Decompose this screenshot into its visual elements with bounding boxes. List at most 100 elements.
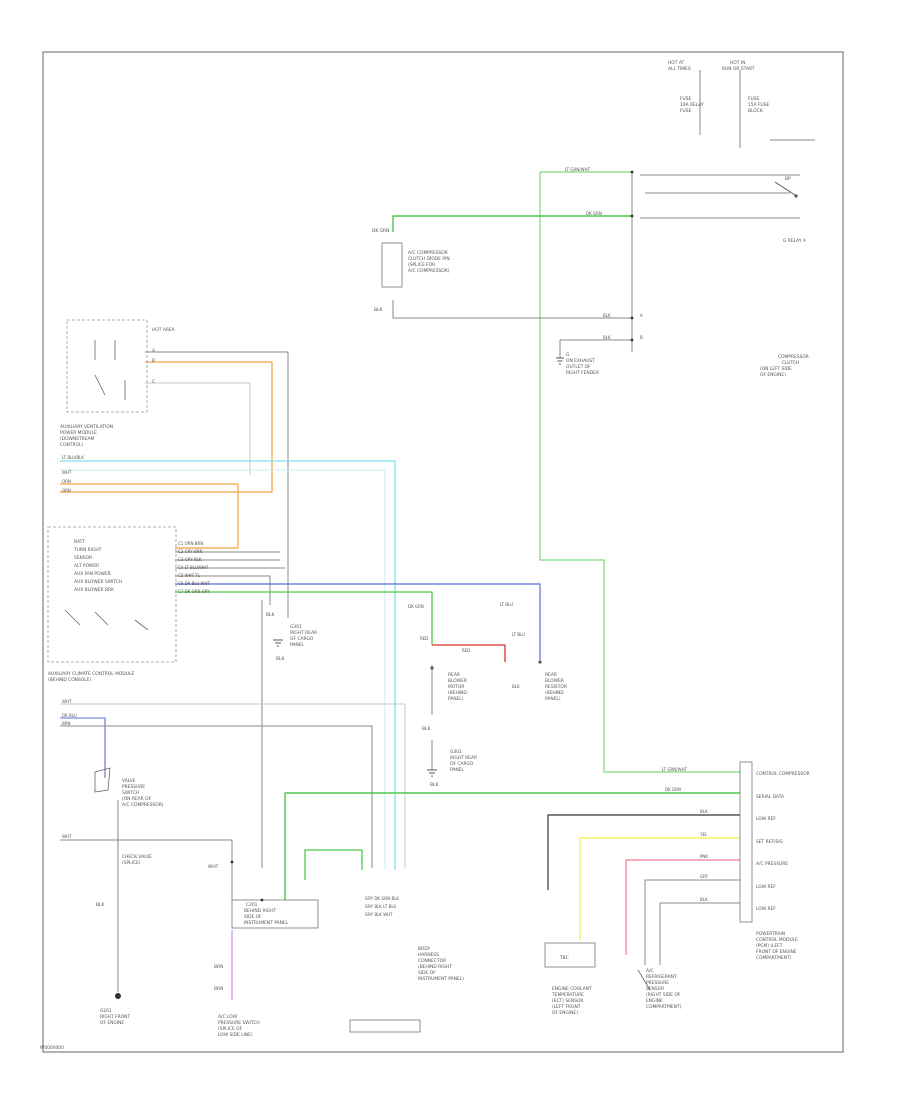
svg-text:BLOWER: BLOWER [545, 678, 564, 684]
svg-text:A/C COMPRESSOR: A/C COMPRESSOR [408, 250, 448, 256]
svg-text:AUX BLOWER SWITCH: AUX BLOWER SWITCH [74, 579, 122, 585]
wire-blue-lower [60, 717, 106, 778]
svg-text:(SPLICE OF: (SPLICE OF [218, 1026, 243, 1032]
svg-text:A/C LOW: A/C LOW [218, 1014, 238, 1020]
svg-text:G301: G301 [450, 749, 462, 755]
svg-text:SIDE OF: SIDE OF [418, 970, 436, 976]
svg-text:PRESSURE: PRESSURE [646, 980, 669, 986]
ground-icon: G201 RIGHT FRONT OF ENGINE [100, 993, 130, 1026]
svg-text:GRY BLK LT BLU: GRY BLK LT BLU [365, 904, 396, 909]
svg-text:HARNESS: HARNESS [418, 952, 439, 958]
wire-gray-to-module [60, 839, 233, 900]
svg-text:OF ENGINE: OF ENGINE [100, 1020, 124, 1026]
svg-text:(SPLICE): (SPLICE) [122, 860, 141, 866]
svg-text:FUSE: FUSE [680, 96, 692, 102]
wire-gray-mid [145, 382, 251, 475]
svg-text:FUSE: FUSE [748, 96, 760, 102]
svg-text:PANEL): PANEL) [448, 696, 464, 702]
svg-text:(BEHIND CONSOLE): (BEHIND CONSOLE) [48, 677, 91, 683]
svg-text:(BEHIND RIGHT: (BEHIND RIGHT [418, 964, 452, 970]
svg-text:A/C COMPRESSOR): A/C COMPRESSOR) [408, 268, 450, 274]
ground-icon: G301 RIGHT REAR OF CARGO PANEL BLK [427, 749, 477, 788]
sensor-ect: TBC ENGINE COOLANT TEMPERATURE (ECT) SEN… [544, 942, 596, 1016]
wire-yellow-right [579, 837, 740, 940]
svg-text:REAR: REAR [545, 672, 557, 678]
svg-text:B: B [640, 335, 643, 340]
svg-text:WHT: WHT [62, 470, 72, 475]
wire-red [432, 644, 506, 662]
svg-text:C5 WHT TL: C5 WHT TL [178, 573, 201, 578]
svg-text:BLK: BLK [700, 809, 708, 814]
svg-text:C3 GRY BLK: C3 GRY BLK [178, 557, 202, 562]
wire-orange-lower [60, 483, 239, 549]
svg-text:REFRIGERANT: REFRIGERANT [646, 974, 677, 980]
svg-text:CLUTCH: CLUTCH [782, 360, 799, 366]
svg-text:ENGINE: ENGINE [646, 998, 663, 1004]
svg-text:10A RELAY: 10A RELAY [680, 102, 704, 108]
svg-text:INSTRUMENT PANEL): INSTRUMENT PANEL) [418, 976, 464, 982]
svg-text:LOW REF: LOW REF [756, 906, 776, 912]
wire-lower-conn [559, 339, 632, 358]
svg-text:(LEFT FRONT: (LEFT FRONT [552, 1004, 581, 1010]
svg-text:GRY DK GRN BLK: GRY DK GRN BLK [365, 896, 399, 901]
svg-text:BODY: BODY [418, 946, 431, 952]
svg-text:SWITCH: SWITCH [122, 790, 139, 796]
connector-pins-mid: C1 ORN BRN C2 GRY BRN C3 GRY BLK C4 LT B… [178, 541, 211, 594]
svg-text:ENGINE COOLANT: ENGINE COOLANT [552, 986, 592, 992]
svg-text:(DOWNSTREAM: (DOWNSTREAM [60, 436, 94, 442]
svg-text:PRESSURE SWITCH: PRESSURE SWITCH [218, 1020, 260, 1026]
svg-text:LT BLU: LT BLU [512, 632, 525, 637]
svg-text:OF ENGINE): OF ENGINE) [760, 372, 786, 378]
svg-text:COMPARTMENT): COMPARTMENT) [646, 1004, 682, 1010]
svg-text:BLK: BLK [603, 313, 611, 318]
svg-text:SIDE OF: SIDE OF [244, 914, 262, 920]
svg-text:BLK: BLK [374, 307, 382, 313]
svg-text:A: A [640, 313, 643, 318]
wire-blue [175, 583, 541, 660]
svg-text:OUTLET OF: OUTLET OF [566, 364, 591, 370]
svg-text:OF CARGO: OF CARGO [450, 761, 474, 767]
diagram-frame [42, 51, 844, 1053]
splice-dot-icon [230, 170, 634, 902]
svg-text:G201: G201 [100, 1008, 112, 1014]
svg-text:RIGHT REAR: RIGHT REAR [290, 630, 317, 636]
svg-text:C201: C201 [246, 902, 258, 908]
wire-labels-left: LT BLU/BLK WHT ORN ORN [62, 455, 84, 493]
module-box-upper: HOT AREA A B C AUXILIARY VENTILATION POW… [60, 319, 175, 448]
svg-text:COMPARTMENT): COMPARTMENT) [756, 955, 792, 961]
svg-text:BLK: BLK [700, 897, 708, 902]
svg-text:LT BLU: LT BLU [500, 602, 513, 607]
svg-text:BP: BP [785, 176, 791, 182]
svg-text:LOW REF: LOW REF [756, 816, 776, 822]
svg-text:C2 GRY BRN: C2 GRY BRN [178, 549, 202, 554]
svg-text:15A FUSE: 15A FUSE [748, 102, 770, 108]
fuse-block-top: HOT AT ALL TIMES HOT IN RUN OR START FUS… [668, 60, 770, 114]
svg-text:BLOWER: BLOWER [448, 678, 467, 684]
svg-text:OF CARGO: OF CARGO [290, 636, 314, 642]
svg-text:(ON LEFT SIDE: (ON LEFT SIDE [760, 366, 792, 372]
svg-text:G301: G301 [290, 624, 302, 630]
sensor-group-center: DK GRN LT BLU RED LT BLU RED BLK REAR BL… [408, 602, 567, 732]
svg-text:HOT AT: HOT AT [668, 60, 684, 66]
svg-text:WHT: WHT [62, 834, 72, 839]
svg-text:LT BLU/BLK: LT BLU/BLK [62, 455, 84, 460]
svg-text:B: B [152, 358, 155, 364]
svg-text:TURN RIGHT: TURN RIGHT [73, 547, 102, 553]
svg-text:C: C [152, 379, 155, 385]
switch-icon: BP G RELAY A [774, 176, 806, 244]
svg-text:DK GRN: DK GRN [372, 228, 389, 234]
svg-text:C6 DK BLU WHT: C6 DK BLU WHT [178, 581, 211, 586]
svg-text:BLK: BLK [96, 902, 104, 908]
svg-text:AUX FAN POWER: AUX FAN POWER [74, 571, 111, 577]
svg-text:WHT: WHT [62, 699, 72, 704]
wire-gray-right-1 [644, 879, 740, 965]
svg-text:BLK: BLK [430, 782, 438, 788]
svg-text:SERIAL DATA: SERIAL DATA [756, 794, 784, 800]
svg-text:SET REF/SIG: SET REF/SIG [756, 839, 784, 845]
module-box-aux-control: BATT TURN RIGHT SENSOR ALT POWER AUX FAN… [47, 526, 177, 683]
svg-text:ALT POWER: ALT POWER [74, 563, 99, 569]
wire-cyan-a [60, 460, 396, 870]
svg-text:RED: RED [462, 648, 470, 653]
module-box-lower-connector: C201 BEHIND RIGHT SIDE OF INSTRUMENT PAN… [208, 864, 319, 1038]
ground-icon: G ON EXHAUST OUTLET OF RIGHT FENDER [556, 352, 599, 376]
